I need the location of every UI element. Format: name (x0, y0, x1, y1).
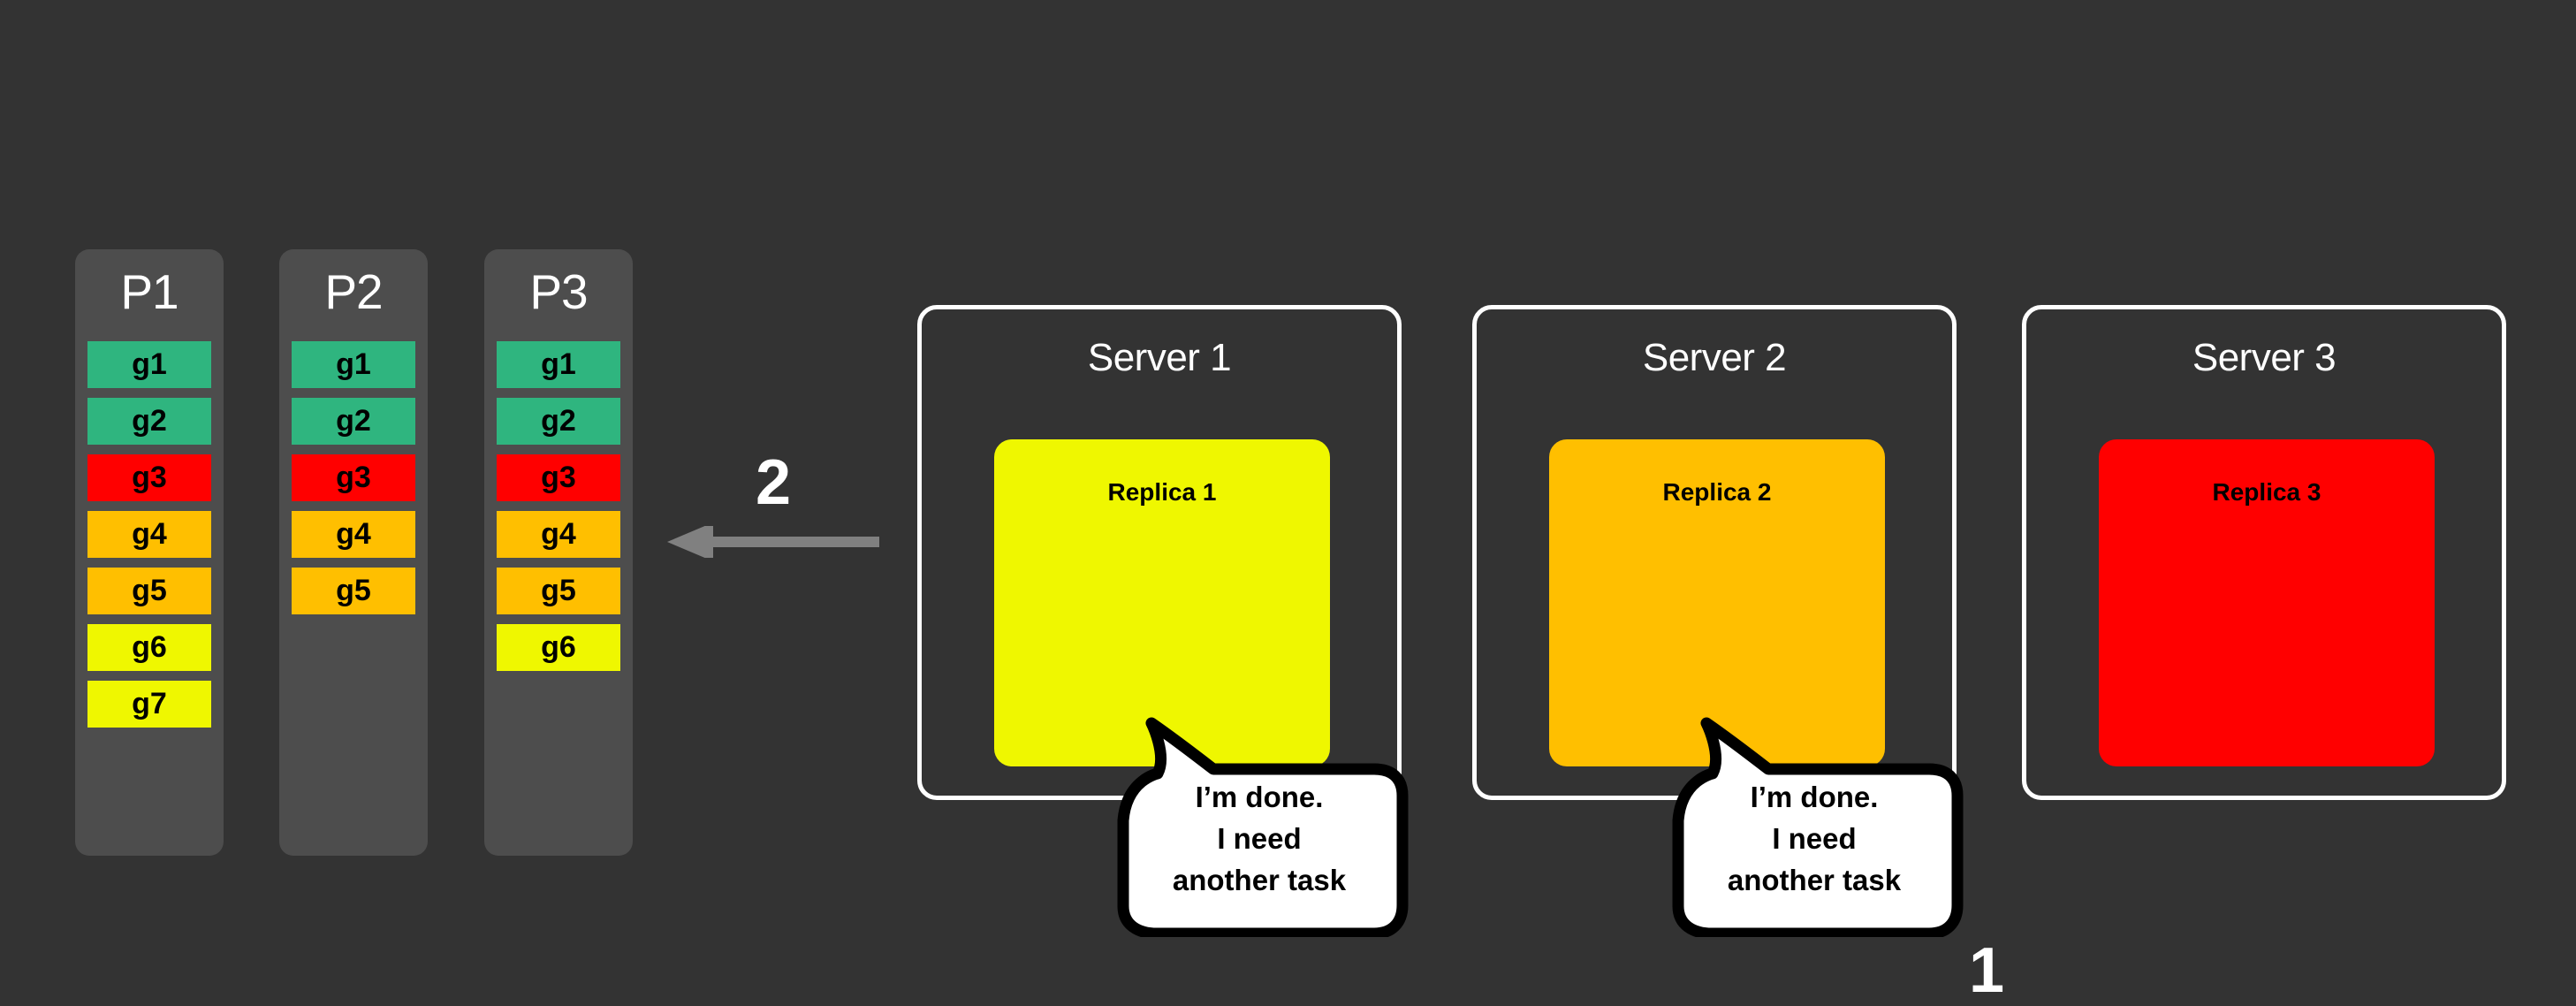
task-chip[interactable]: g6 (87, 624, 211, 671)
step-number-2: 2 (756, 447, 792, 518)
bubble-text-1: I’m done. I need another task (1172, 781, 1347, 896)
task-chip-stack-p2: g1 g2 g3 g4 g5 (279, 341, 428, 614)
task-chip[interactable]: g4 (87, 511, 211, 558)
task-chip-stack-p3: g1 g2 g3 g4 g5 g6 (484, 341, 633, 671)
task-chip[interactable]: g2 (87, 398, 211, 445)
task-chip[interactable]: g3 (292, 454, 415, 501)
arrow-left-icon (667, 526, 879, 558)
task-chip[interactable]: g5 (292, 568, 415, 614)
speech-bubble-1[interactable]: I’m done. I need another task (1109, 681, 1410, 937)
bubble-text-2: I’m done. I need another task (1727, 781, 1902, 896)
replica-box-1[interactable]: Replica 1 (994, 439, 1330, 766)
partition-column-p2[interactable]: P2 g1 g2 g3 g4 g5 (279, 249, 428, 856)
bubble-shape-1 (1117, 717, 1409, 937)
partition-column-p3[interactable]: P3 g1 g2 g3 g4 g5 g6 (484, 249, 633, 856)
replica-box-2[interactable]: Replica 2 (1549, 439, 1885, 766)
task-chip[interactable]: g4 (497, 511, 620, 558)
replica-label-1: Replica 1 (1107, 478, 1217, 506)
server-label-1: Server 1 (1087, 336, 1232, 379)
partition-label-p2: P2 (324, 264, 383, 319)
task-chip[interactable]: g7 (87, 681, 211, 728)
task-chip[interactable]: g1 (497, 341, 620, 388)
replica-box-3[interactable]: Replica 3 (2099, 439, 2435, 766)
speech-bubble-2[interactable]: I’m done. I need another task (1664, 681, 1964, 937)
server-label-3: Server 3 (2192, 336, 2337, 379)
server-box-3[interactable]: Server 3 Replica 3 (2022, 305, 2506, 800)
task-chip[interactable]: g6 (497, 624, 620, 671)
replica-label-2: Replica 2 (1662, 478, 1772, 506)
task-chip[interactable]: g2 (497, 398, 620, 445)
bubble-shape-2 (1672, 717, 1964, 937)
task-chip[interactable]: g1 (292, 341, 415, 388)
task-chip[interactable]: g1 (87, 341, 211, 388)
task-chip[interactable]: g4 (292, 511, 415, 558)
task-chip[interactable]: g5 (87, 568, 211, 614)
partition-column-p1[interactable]: P1 g1 g2 g3 g4 g5 g6 g7 (75, 249, 224, 856)
step-number-1: 1 (1969, 935, 2005, 1006)
server-box-1[interactable]: Server 1 Replica 1 (917, 305, 1402, 800)
task-chip[interactable]: g3 (497, 454, 620, 501)
fetch-arrow (667, 526, 879, 558)
server-label-2: Server 2 (1642, 336, 1787, 379)
task-chip[interactable]: g2 (292, 398, 415, 445)
partition-label-p1: P1 (120, 264, 179, 319)
task-chip[interactable]: g5 (497, 568, 620, 614)
replica-label-3: Replica 3 (2212, 478, 2321, 506)
task-chip-stack-p1: g1 g2 g3 g4 g5 g6 g7 (75, 341, 224, 728)
partition-label-p3: P3 (529, 264, 588, 319)
task-chip[interactable]: g3 (87, 454, 211, 501)
